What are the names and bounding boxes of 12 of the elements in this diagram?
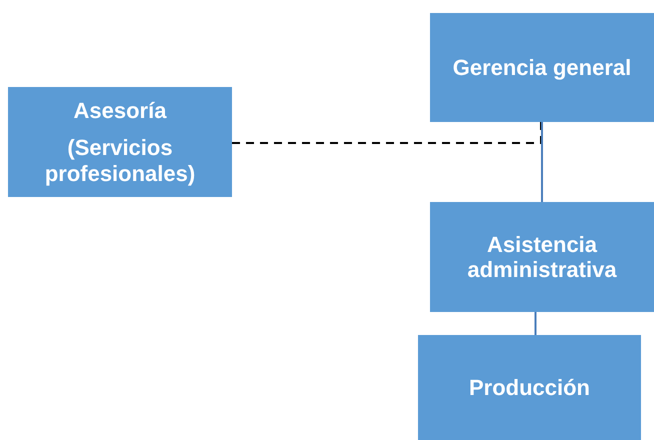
box-label: Asistencia administrativa xyxy=(466,232,618,282)
org-box xyxy=(430,202,654,312)
org-box xyxy=(8,87,232,197)
org-box xyxy=(430,13,654,122)
org-box xyxy=(418,335,641,440)
box-label: (Servicios profesionales) xyxy=(44,135,196,186)
connector-line xyxy=(534,312,536,335)
connector-line xyxy=(541,122,543,202)
box-label: Asesoría xyxy=(74,98,166,124)
box-label: Producción xyxy=(468,374,590,400)
dashed-line xyxy=(232,122,542,144)
box-label: Gerencia general xyxy=(452,54,632,80)
